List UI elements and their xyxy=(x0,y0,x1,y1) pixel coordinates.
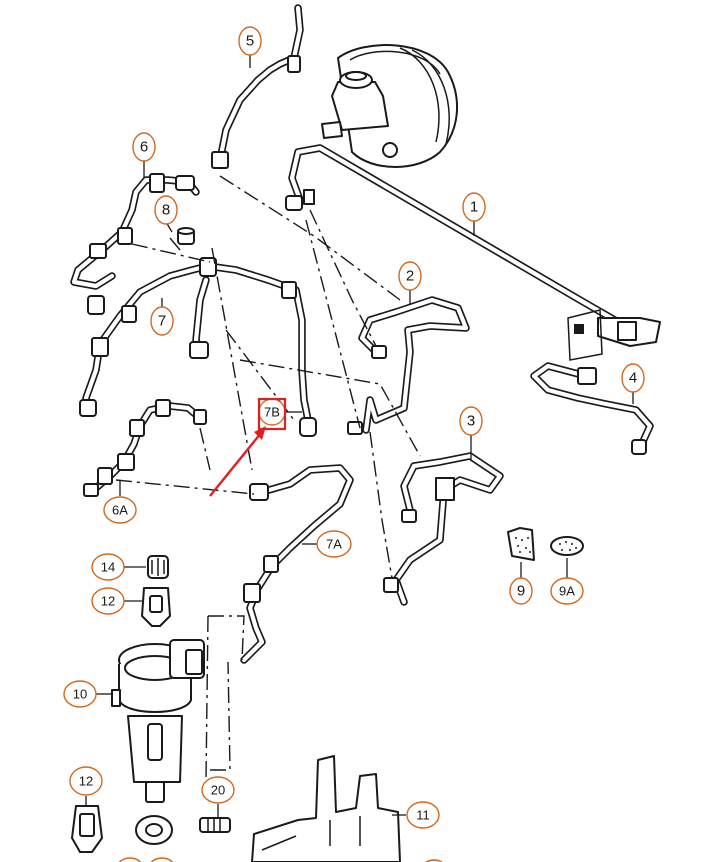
valve-part-12-lower xyxy=(71,805,103,853)
callout-label-3: 3 xyxy=(467,413,475,430)
callout-10: 10 xyxy=(63,680,97,708)
callout-label-4: 4 xyxy=(629,370,637,387)
hose-part-7A xyxy=(240,464,354,664)
hose-part-7 xyxy=(79,257,317,437)
callout-partial-bottom xyxy=(118,857,444,862)
hose-part-2 xyxy=(347,296,470,435)
callout-label-6: 6 xyxy=(140,139,148,156)
brake-fluid-reservoir xyxy=(321,71,389,139)
callout-label-11: 11 xyxy=(416,808,430,823)
callout-label-6A: 6A xyxy=(112,503,128,518)
callout-label-14: 14 xyxy=(101,560,115,575)
callout-14: 14 xyxy=(91,553,125,581)
cap-part-14 xyxy=(147,555,169,579)
callout-label-7A: 7A xyxy=(326,537,342,552)
hose-part-3 xyxy=(383,452,504,606)
callout-2: 2 xyxy=(398,261,422,291)
highlight-box-7B xyxy=(257,397,287,431)
vacuum-pump-part-10 xyxy=(111,639,205,803)
callout-7B: 7B xyxy=(257,397,287,431)
callout-5: 5 xyxy=(238,26,262,56)
callout-11: 11 xyxy=(406,801,440,829)
assembly-lines xyxy=(115,175,421,781)
filter-part-9A xyxy=(550,536,584,556)
hose-part-4 xyxy=(530,362,654,455)
red-arrow-icon xyxy=(209,426,266,497)
callout-label-12-lower: 12 xyxy=(79,774,93,789)
hose-part-5 xyxy=(211,4,304,169)
fitting-part-20 xyxy=(199,817,231,833)
hose-part-1 xyxy=(285,144,661,361)
callout-6A: 6A xyxy=(103,496,137,524)
callout-label-5: 5 xyxy=(246,33,254,50)
callout-7: 7 xyxy=(150,306,174,336)
leader-lines xyxy=(85,54,634,818)
callout-label-20: 20 xyxy=(211,783,225,798)
callout-label-1: 1 xyxy=(470,199,478,216)
callout-label-8: 8 xyxy=(162,202,170,219)
callout-3: 3 xyxy=(459,406,483,436)
callout-label-9: 9 xyxy=(517,583,525,600)
callout-20: 20 xyxy=(201,776,235,804)
callout-7A: 7A xyxy=(316,530,352,558)
hose-part-6A xyxy=(83,399,207,497)
callout-label-2: 2 xyxy=(406,268,414,285)
callout-12-lower: 12 xyxy=(69,766,103,796)
filter-part-9 xyxy=(507,527,535,561)
callout-label-10: 10 xyxy=(73,687,87,702)
callout-4: 4 xyxy=(621,363,645,393)
callout-6: 6 xyxy=(132,132,156,162)
callout-9: 9 xyxy=(509,577,533,605)
callout-label-7B: 7B xyxy=(264,405,280,420)
callout-12-upper: 12 xyxy=(91,587,125,615)
callout-label-7: 7 xyxy=(158,313,166,330)
callout-8: 8 xyxy=(154,195,178,225)
cap-part-8 xyxy=(177,227,195,245)
callout-1: 1 xyxy=(462,192,486,222)
callout-label-9A: 9A xyxy=(559,584,575,599)
callout-label-12-upper: 12 xyxy=(101,594,115,609)
hose-part-6 xyxy=(70,173,200,315)
valve-part-12-upper xyxy=(141,587,171,627)
grommet-part xyxy=(135,815,173,845)
callout-9A: 9A xyxy=(550,577,584,605)
bracket-part-11 xyxy=(251,755,401,862)
